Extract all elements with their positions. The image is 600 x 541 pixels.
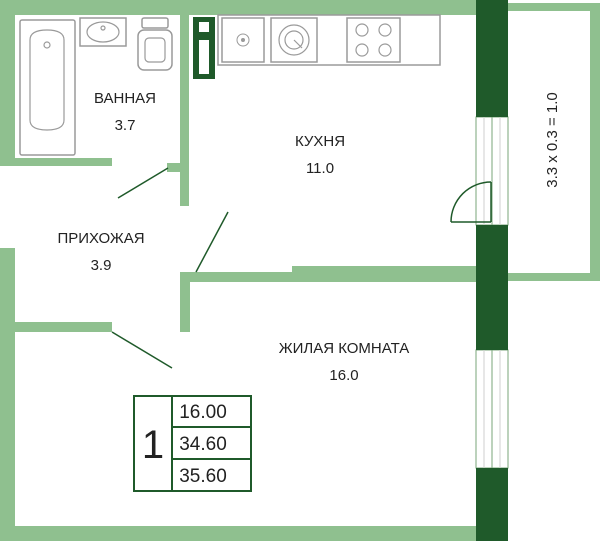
bathroom-name: ВАННАЯ — [94, 90, 156, 107]
toilet-icon — [137, 17, 173, 71]
left-wall-upper — [0, 0, 15, 165]
balcony-door — [450, 181, 492, 223]
bathroom-door — [117, 167, 169, 199]
fridge-icon — [193, 17, 215, 79]
bottom-wall — [0, 526, 476, 541]
living-top-wall-right — [292, 266, 476, 282]
balcony-dimension: 3.3 x 0.3 = 1.0 — [544, 92, 561, 188]
balcony-right — [590, 3, 600, 281]
total-area-value: 34.60 — [179, 434, 227, 455]
pillars — [476, 0, 508, 541]
pillar-top — [476, 0, 508, 117]
bathroom-area: 3.7 — [115, 117, 136, 134]
kitchen-name: КУХНЯ — [295, 133, 345, 150]
hallway-area: 3.9 — [91, 257, 112, 274]
top-wall — [0, 0, 476, 15]
rooms-count: 1 — [142, 423, 164, 467]
oven-icon — [221, 17, 265, 63]
living-top-wall — [180, 272, 292, 282]
hallway-name: ПРИХОЖАЯ — [57, 230, 144, 247]
living-name: ЖИЛАЯ КОМНАТА — [279, 340, 410, 357]
total-with-balcony-value: 35.60 — [179, 466, 227, 487]
kitchen-door — [195, 211, 229, 273]
living-door — [111, 331, 173, 369]
kitchen-sink-icon — [270, 17, 318, 63]
living-left-stub — [180, 272, 190, 332]
kitchen-area: 11.0 — [306, 160, 334, 177]
hallway-bottom-wall — [15, 322, 112, 332]
left-wall-lower — [0, 248, 15, 541]
balcony-top — [508, 3, 600, 11]
bathroom-stub-wall — [167, 163, 189, 172]
sink-icon — [79, 17, 127, 47]
summary-box: 1 16.00 34.60 35.60 — [133, 395, 252, 492]
living-area: 16.0 — [329, 367, 358, 384]
stove-icon — [346, 17, 401, 63]
living-area-value: 16.00 — [179, 402, 227, 423]
bathroom-bottom-wall — [0, 158, 112, 166]
interior-doors — [111, 167, 229, 369]
pillar-middle — [476, 225, 508, 350]
balcony-bottom — [508, 273, 600, 281]
pillar-bottom — [476, 468, 508, 541]
bathroom-right-wall — [180, 0, 189, 206]
bathtub-icon — [19, 19, 76, 156]
